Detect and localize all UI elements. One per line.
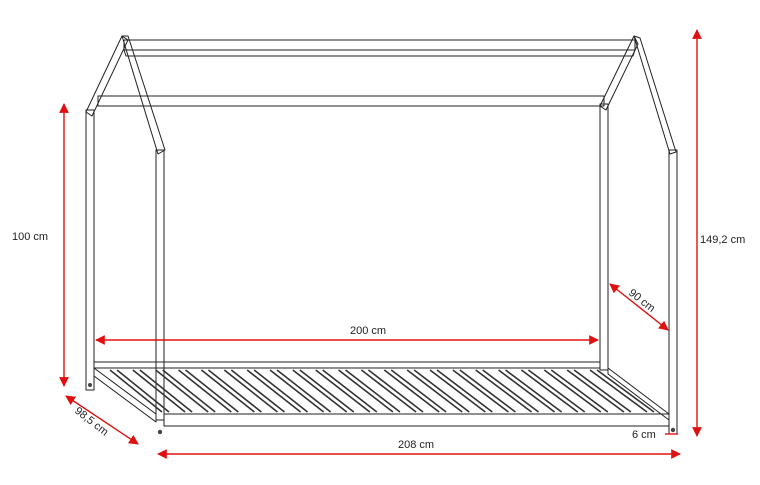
left-gable-roof-outer xyxy=(121,35,166,155)
dimension-lines xyxy=(59,29,702,459)
outer-width-line xyxy=(65,395,139,445)
slat xyxy=(132,369,186,413)
bolt xyxy=(157,429,163,435)
ridge-beam-top xyxy=(123,39,636,51)
slat xyxy=(383,369,440,413)
label-height-left: 100 cm xyxy=(12,231,48,243)
slat xyxy=(475,369,533,413)
right-rear-post xyxy=(599,103,609,371)
slat xyxy=(589,369,648,413)
slat xyxy=(498,369,556,413)
slat xyxy=(269,369,325,413)
slat xyxy=(596,369,655,413)
slat xyxy=(566,369,625,413)
slat xyxy=(246,369,302,413)
bolt xyxy=(88,383,92,387)
right-gable-roof-outer xyxy=(633,35,677,155)
slat xyxy=(520,369,579,413)
inner-width-line xyxy=(609,283,669,331)
slat xyxy=(550,369,609,413)
slat xyxy=(429,369,486,413)
label-inner-length: 200 cm xyxy=(350,325,386,337)
slat xyxy=(360,369,417,413)
slatted-base xyxy=(109,369,655,413)
slat xyxy=(390,369,447,413)
slat xyxy=(527,369,586,413)
right-gable-roof-inner xyxy=(599,35,639,111)
bed-frame xyxy=(85,35,678,435)
slat xyxy=(109,369,163,413)
slat xyxy=(452,369,509,413)
slat xyxy=(139,369,193,413)
left-gable-roof-rear xyxy=(85,35,129,117)
label-rail-height: 6 cm xyxy=(632,429,656,441)
dimension-labels: 100 cm 149,2 cm 200 cm 90 cm 98,5 cm 208… xyxy=(12,231,745,451)
slat xyxy=(178,369,232,413)
slat xyxy=(200,369,255,413)
left-front-post xyxy=(155,149,165,421)
slat xyxy=(116,369,170,413)
slat xyxy=(459,369,516,413)
front-rail xyxy=(163,413,670,427)
slat xyxy=(436,369,493,413)
slat xyxy=(230,369,285,413)
slat xyxy=(543,369,602,413)
right-side-rail xyxy=(607,367,670,421)
slat xyxy=(367,369,424,413)
slat xyxy=(276,369,332,413)
slat xyxy=(162,369,216,413)
slat xyxy=(253,369,309,413)
right-front-post xyxy=(668,149,678,435)
slat xyxy=(413,369,470,413)
bolt xyxy=(670,427,676,433)
label-height-total: 149,2 cm xyxy=(700,234,745,246)
slat xyxy=(338,369,394,413)
slat xyxy=(299,369,355,413)
slat xyxy=(322,369,378,413)
slat xyxy=(573,369,632,413)
slat xyxy=(406,369,463,413)
slat xyxy=(505,369,563,413)
slat xyxy=(155,369,209,413)
slat xyxy=(292,369,348,413)
slat xyxy=(482,369,540,413)
left-rear-post xyxy=(85,109,95,391)
slat xyxy=(223,369,278,413)
label-outer-length: 208 cm xyxy=(398,439,434,451)
rear-roof-beam xyxy=(97,95,605,107)
slat xyxy=(185,369,239,413)
ridge-beam-lower xyxy=(123,49,636,57)
slat xyxy=(207,369,262,413)
slat xyxy=(315,369,371,413)
slat xyxy=(345,369,401,413)
rear-rail xyxy=(93,361,601,369)
